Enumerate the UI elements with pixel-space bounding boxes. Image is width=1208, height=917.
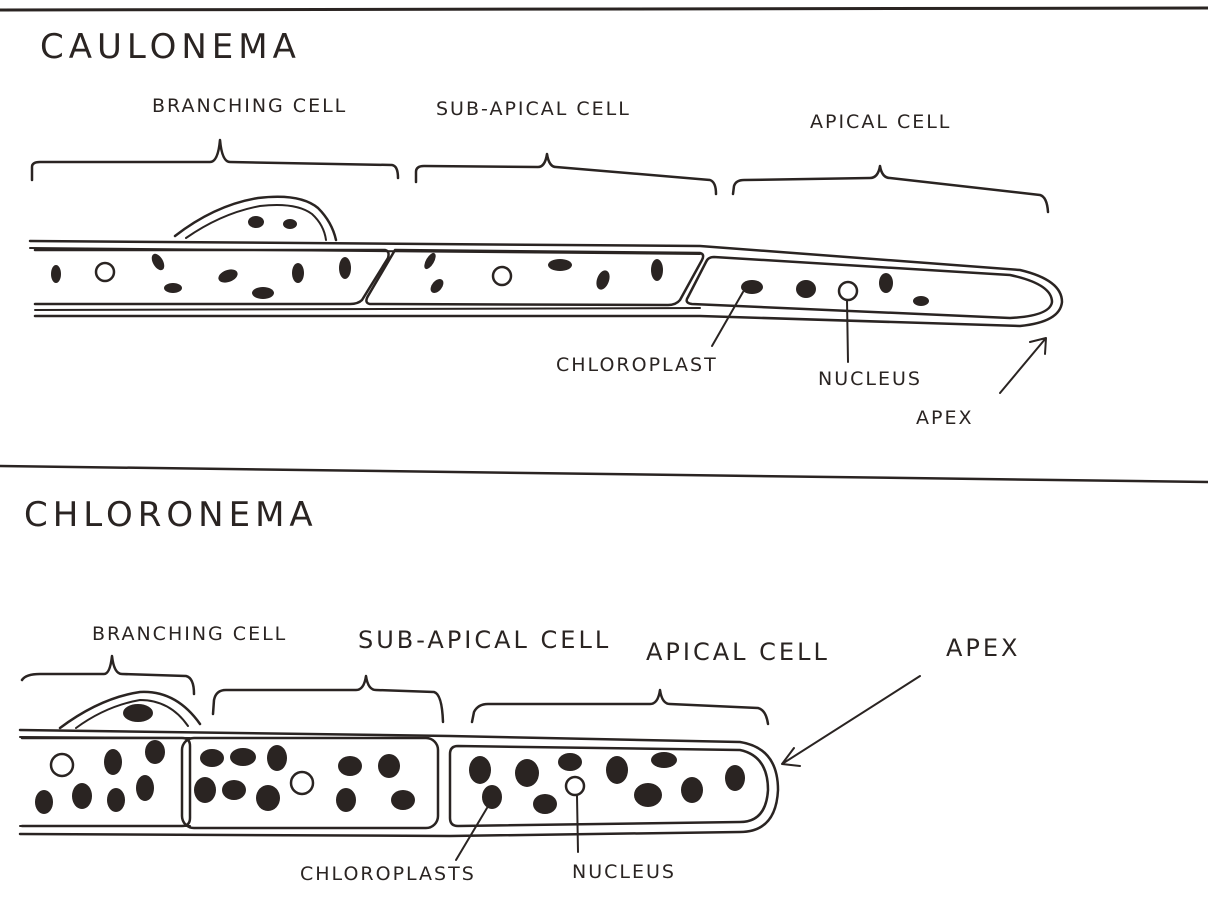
chloronema-chloroplast [533, 794, 557, 814]
chloronema-chloroplast [194, 777, 216, 803]
top-border-line [0, 8, 1208, 10]
caulonema-chloroplast [428, 277, 446, 296]
caulonema-bud-chloroplast [283, 219, 297, 229]
chloronema-chloroplast [267, 745, 287, 771]
chloronema-chloroplast [338, 756, 362, 776]
chloronema-apex-arrow [782, 676, 920, 766]
chloronema-chloroplast [200, 749, 224, 767]
caulonema-chloroplast [651, 259, 663, 281]
chloronema-nucleus [291, 772, 313, 794]
section-divider-line [0, 466, 1208, 482]
caulonema-branching-cell [35, 250, 389, 304]
chloronema-nucleus-pointer [577, 796, 578, 852]
caulonema-chloroplast [339, 257, 351, 279]
caulonema-chloroplast [51, 265, 61, 283]
caulonema-branching-cell-label: BRANCHING CELL [152, 95, 347, 117]
chloronema-apical-cell-label: APICAL CELL [646, 638, 830, 666]
chloronema-chloroplast [336, 788, 356, 812]
chloronema-nucleus [566, 777, 584, 795]
caulonema-chloroplast-pointer [712, 292, 743, 346]
chloronema-chloroplast [515, 759, 539, 787]
chloronema-chloroplast [681, 777, 703, 803]
caulonema-nucleus-label: NUCLEUS [818, 368, 922, 390]
caulonema-sub-apical-brace [416, 154, 716, 194]
caulonema-chloroplast [164, 283, 182, 293]
chloronema-chloroplast [482, 785, 502, 809]
caulonema-section: CAULONEMA BRANCHING CELL SUB-APICAL CELL… [30, 27, 1062, 429]
chloronema-section: CHLORONEMA BRANCHING CELL SUB-APICAL CEL… [20, 495, 1021, 885]
caulonema-chloroplast [879, 273, 893, 293]
chloronema-apical-brace [472, 690, 768, 724]
caulonema-nucleus-pointer [847, 300, 848, 362]
chloronema-filament-wall [20, 730, 778, 836]
caulonema-chloroplast [149, 252, 167, 273]
caulonema-nucleus [96, 263, 114, 281]
chloronema-chloroplast [145, 740, 165, 764]
chloronema-chloroplast [469, 756, 491, 784]
chloronema-chloroplast [558, 753, 582, 771]
chloronema-chloroplast [104, 749, 122, 775]
chloronema-chloroplast [378, 754, 400, 778]
chloronema-chloroplast [107, 788, 125, 812]
chloronema-nucleus-label: NUCLEUS [572, 861, 676, 883]
caulonema-title: CAULONEMA [40, 27, 301, 67]
caulonema-bud-chloroplast [248, 216, 264, 228]
chloronema-nucleus [51, 754, 73, 776]
chloronema-chloroplast [35, 790, 53, 814]
caulonema-chloroplast-label: CHLOROPLAST [556, 354, 718, 376]
chloronema-chloroplast [391, 790, 415, 810]
caulonema-chloroplast [422, 251, 438, 271]
chloronema-branching-brace [22, 656, 194, 694]
chloronema-bud-chloroplast [123, 704, 153, 722]
chloronema-chloroplast [230, 748, 256, 766]
caulonema-chloroplast [594, 269, 612, 292]
chloronema-chloroplast [606, 756, 628, 784]
caulonema-apex-label: APEX [916, 407, 973, 429]
caulonema-sub-apical-cell-label: SUB-APICAL CELL [436, 98, 631, 120]
chloronema-chloroplast [634, 783, 662, 807]
chloronema-apical-cell [450, 746, 768, 826]
caulonema-nucleus [493, 267, 511, 285]
chloronema-chloroplast [256, 785, 280, 811]
chloronema-title: CHLORONEMA [24, 495, 318, 535]
caulonema-chloroplast [913, 296, 929, 306]
caulonema-apex-arrow [1000, 338, 1046, 393]
caulonema-chloroplast [741, 280, 763, 294]
caulonema-nucleus [839, 282, 857, 300]
caulonema-branching-brace [32, 140, 398, 180]
chloronema-branching-cell-label: BRANCHING CELL [92, 623, 287, 645]
caulonema-apical-brace [733, 166, 1048, 212]
chloronema-chloroplast [136, 775, 154, 801]
caulonema-chloroplast [796, 280, 816, 298]
chloronema-sub-apical-brace [213, 676, 443, 722]
caulonema-chloroplast [217, 267, 240, 285]
caulonema-filament-inner-wall-bottom [35, 308, 700, 310]
chloronema-apex-label: APEX [946, 634, 1021, 662]
caulonema-chloroplast [252, 287, 274, 299]
chloronema-chloroplasts-label: CHLOROPLASTS [300, 863, 476, 885]
chloronema-sub-apical-cell-label: SUB-APICAL CELL [358, 626, 611, 654]
chloronema-chloroplast [222, 780, 246, 800]
caulonema-chloroplast [292, 263, 304, 283]
chloronema-chloroplast [651, 752, 677, 768]
caulonema-apical-cell-label: APICAL CELL [810, 111, 951, 133]
chloronema-chloroplasts-pointer [456, 808, 487, 860]
chloronema-chloroplast [72, 783, 92, 809]
caulonema-chloroplast [548, 259, 572, 271]
chloronema-chloroplast [725, 765, 745, 791]
